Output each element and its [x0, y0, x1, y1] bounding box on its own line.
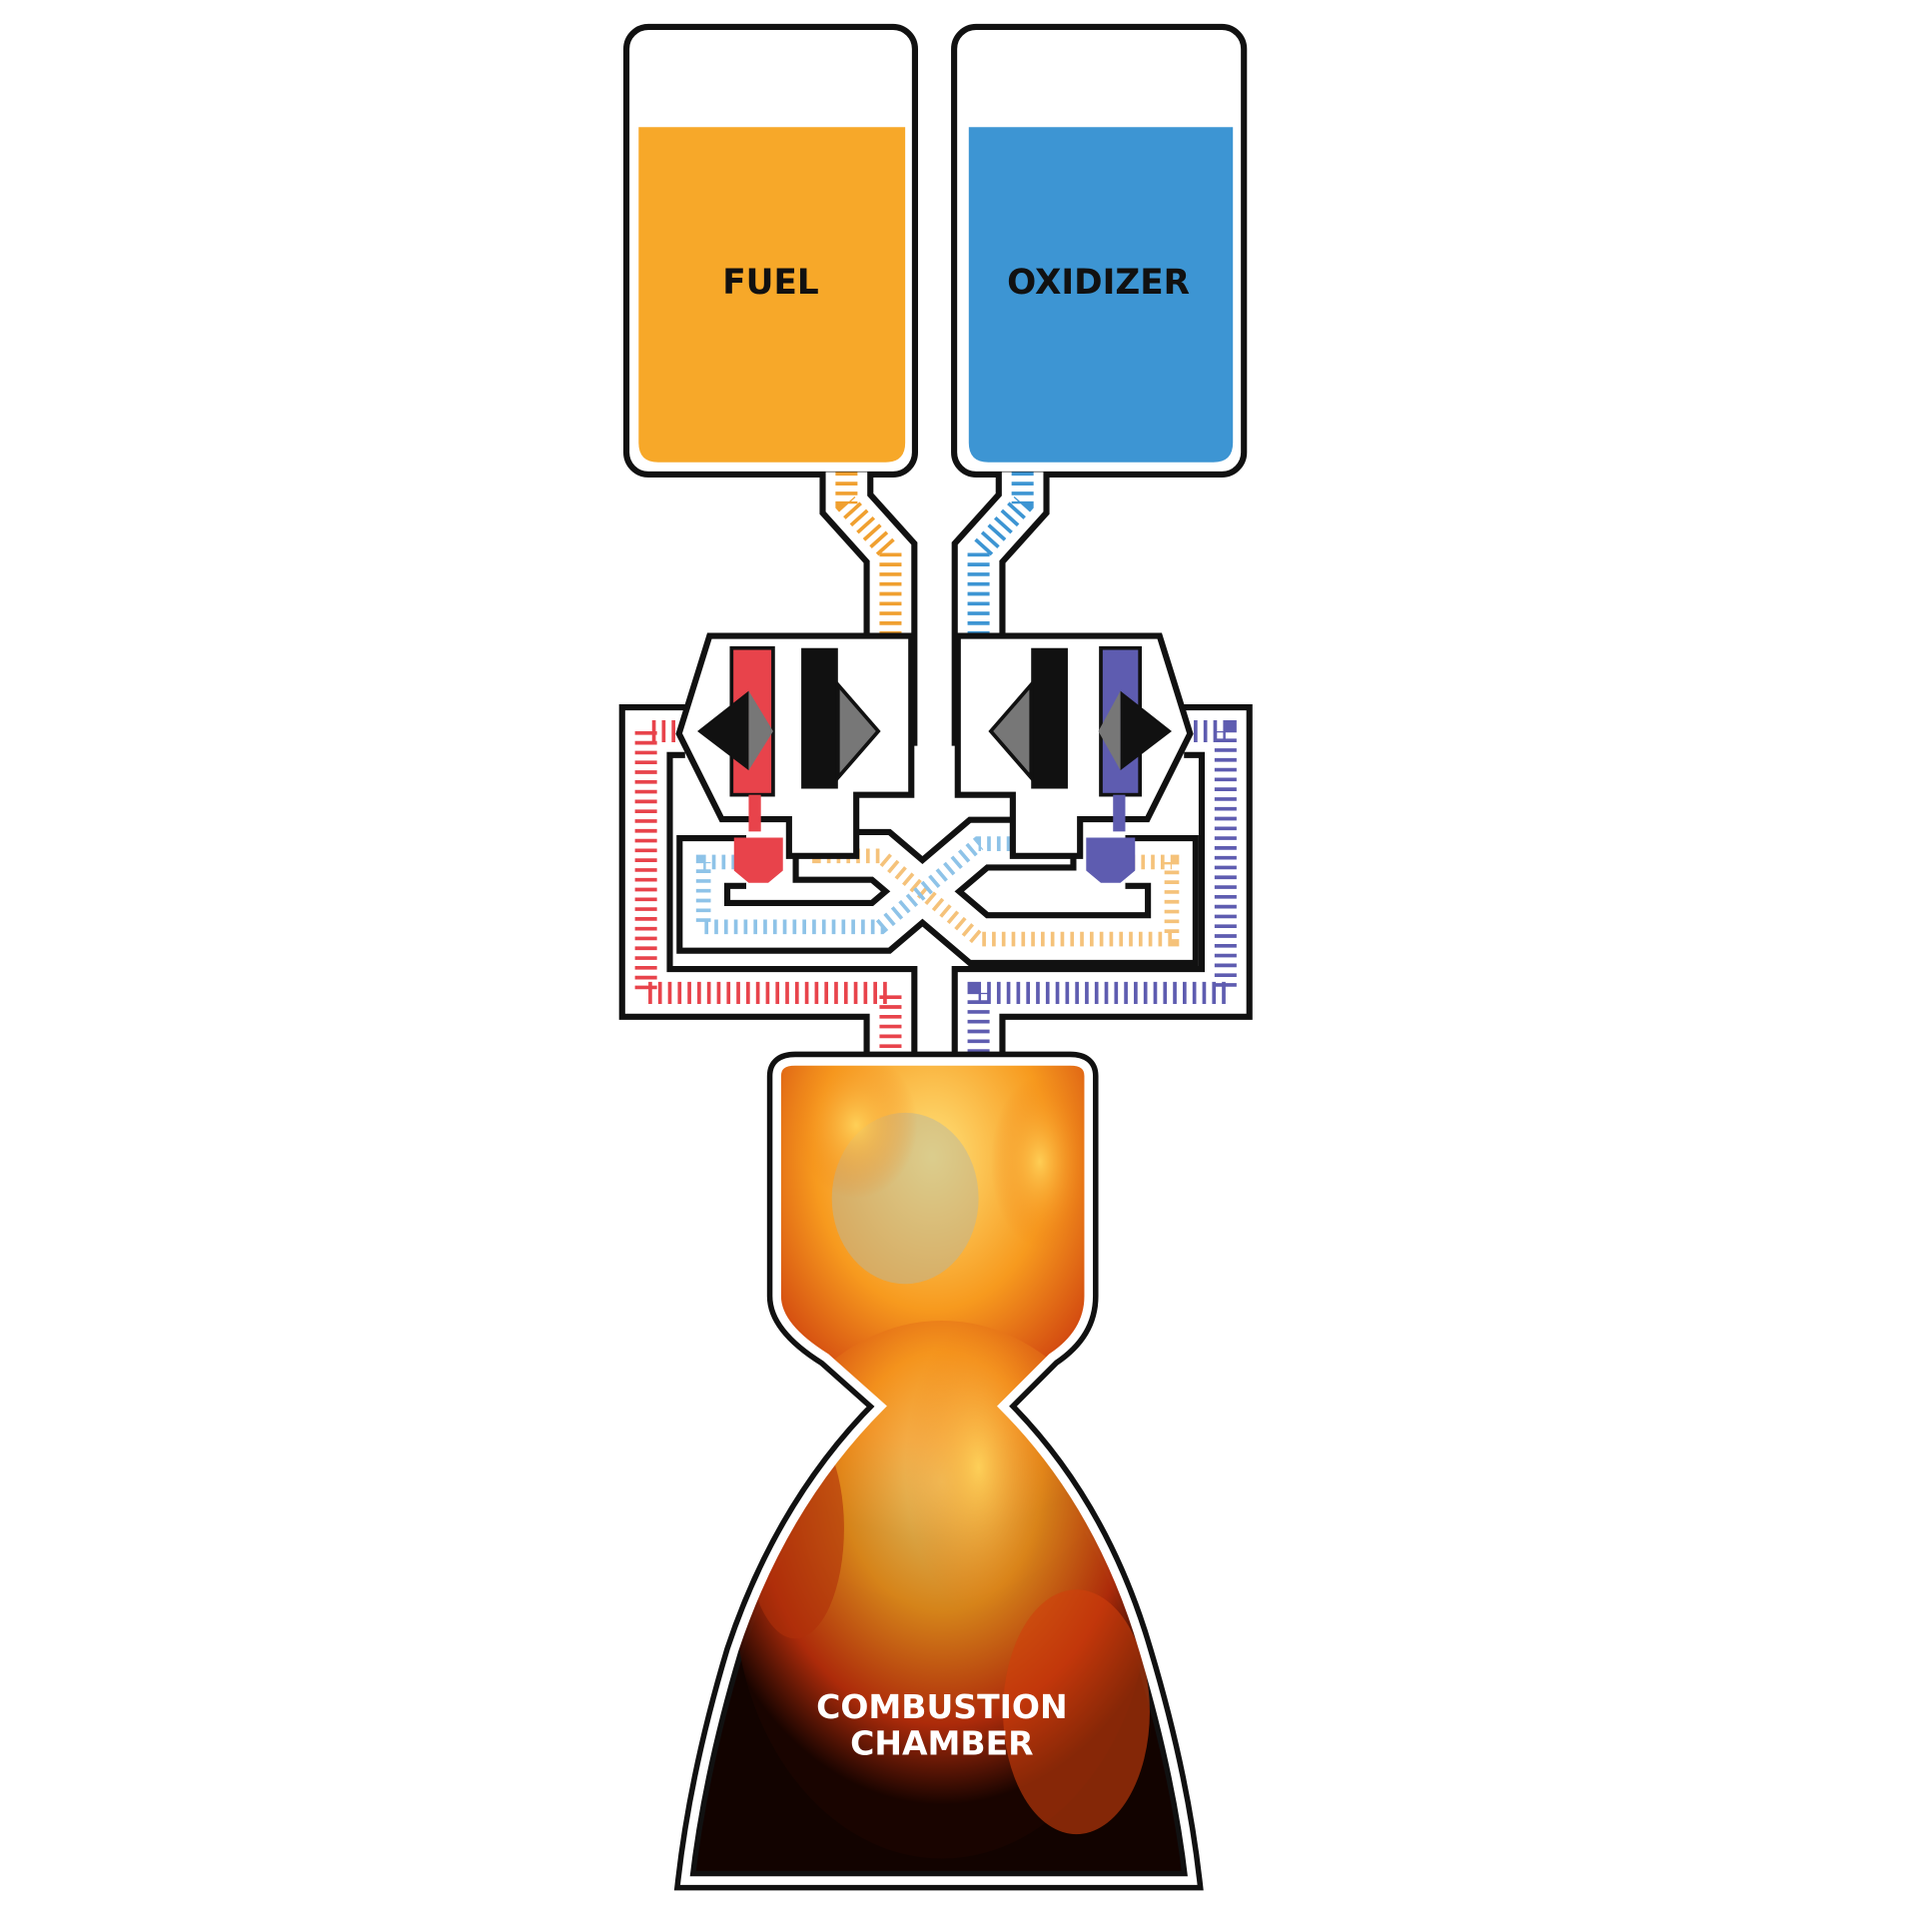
oxidizer-pump-drive-line — [967, 719, 1237, 1064]
chamber-label-line2: CHAMBER — [850, 1724, 1034, 1763]
fuel-pump-drive-line — [634, 719, 902, 1064]
oxidizer-tank: OXIDIZER — [951, 23, 1248, 478]
fuel-pump — [675, 632, 915, 883]
chamber-label-line1: COMBUSTION — [816, 1687, 1068, 1726]
fuel-level — [638, 127, 906, 463]
oxidizer-pump — [954, 632, 1194, 883]
combustion-chamber: COMBUSTION CHAMBER — [673, 1051, 1204, 1891]
oxidizer-level — [968, 127, 1234, 463]
fuel-tank: FUEL — [622, 23, 918, 478]
fuel-label: FUEL — [722, 263, 818, 303]
oxidizer-label: OXIDIZER — [1007, 263, 1190, 303]
